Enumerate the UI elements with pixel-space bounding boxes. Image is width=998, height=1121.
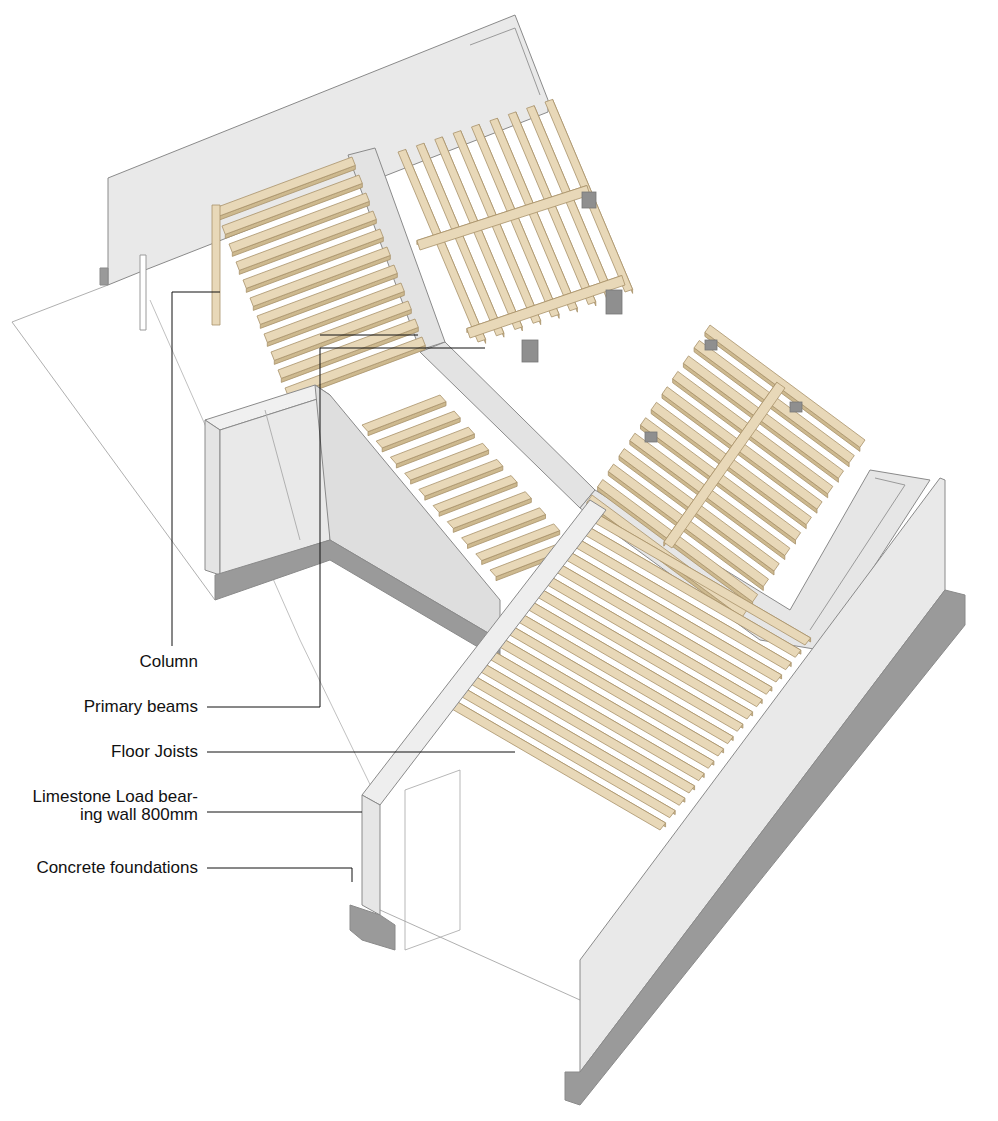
floor-joist — [561, 550, 782, 682]
wall-recess — [470, 28, 540, 95]
part-label: Floor Joists — [18, 743, 198, 761]
limestone-wall — [580, 478, 945, 1072]
leader-line — [207, 348, 485, 707]
support-block — [705, 340, 717, 350]
concrete-foundation — [100, 268, 108, 285]
primary-beam — [467, 276, 625, 339]
support-block — [582, 192, 596, 208]
part-label: Limestone Load bear- ing wall 800mm — [8, 788, 198, 824]
part-label: Column — [78, 653, 198, 671]
concrete-foundation — [350, 905, 395, 950]
leader-line — [320, 335, 418, 336]
leader-line — [207, 812, 362, 813]
support-block — [790, 402, 802, 412]
leader-line — [207, 868, 352, 882]
support-block — [645, 432, 657, 442]
concrete-foundation — [215, 540, 500, 660]
floor-outline — [380, 910, 580, 1000]
floor-joist — [590, 513, 811, 645]
door-opening — [140, 255, 146, 330]
joist-group — [215, 99, 865, 621]
part-label: Concrete foundations — [0, 859, 198, 877]
floor-joist — [571, 538, 792, 670]
primary-beam — [417, 186, 590, 251]
floor-outline — [300, 640, 380, 805]
floor-joist — [580, 525, 801, 657]
floor-outline — [12, 285, 215, 600]
interior-outline — [405, 770, 460, 950]
wall-top — [362, 500, 606, 805]
leader-line — [207, 752, 515, 753]
part-label: Primary beams — [18, 698, 198, 716]
leader-line — [172, 292, 220, 646]
support-block — [606, 290, 622, 314]
timber-column — [212, 205, 220, 325]
primary-beam — [664, 382, 785, 548]
limestone-wall — [362, 795, 380, 915]
wall-edge — [265, 410, 300, 540]
concrete-foundation — [565, 590, 965, 1105]
floor-joist — [551, 562, 772, 694]
limestone-wall — [205, 420, 220, 575]
support-block — [522, 340, 538, 362]
